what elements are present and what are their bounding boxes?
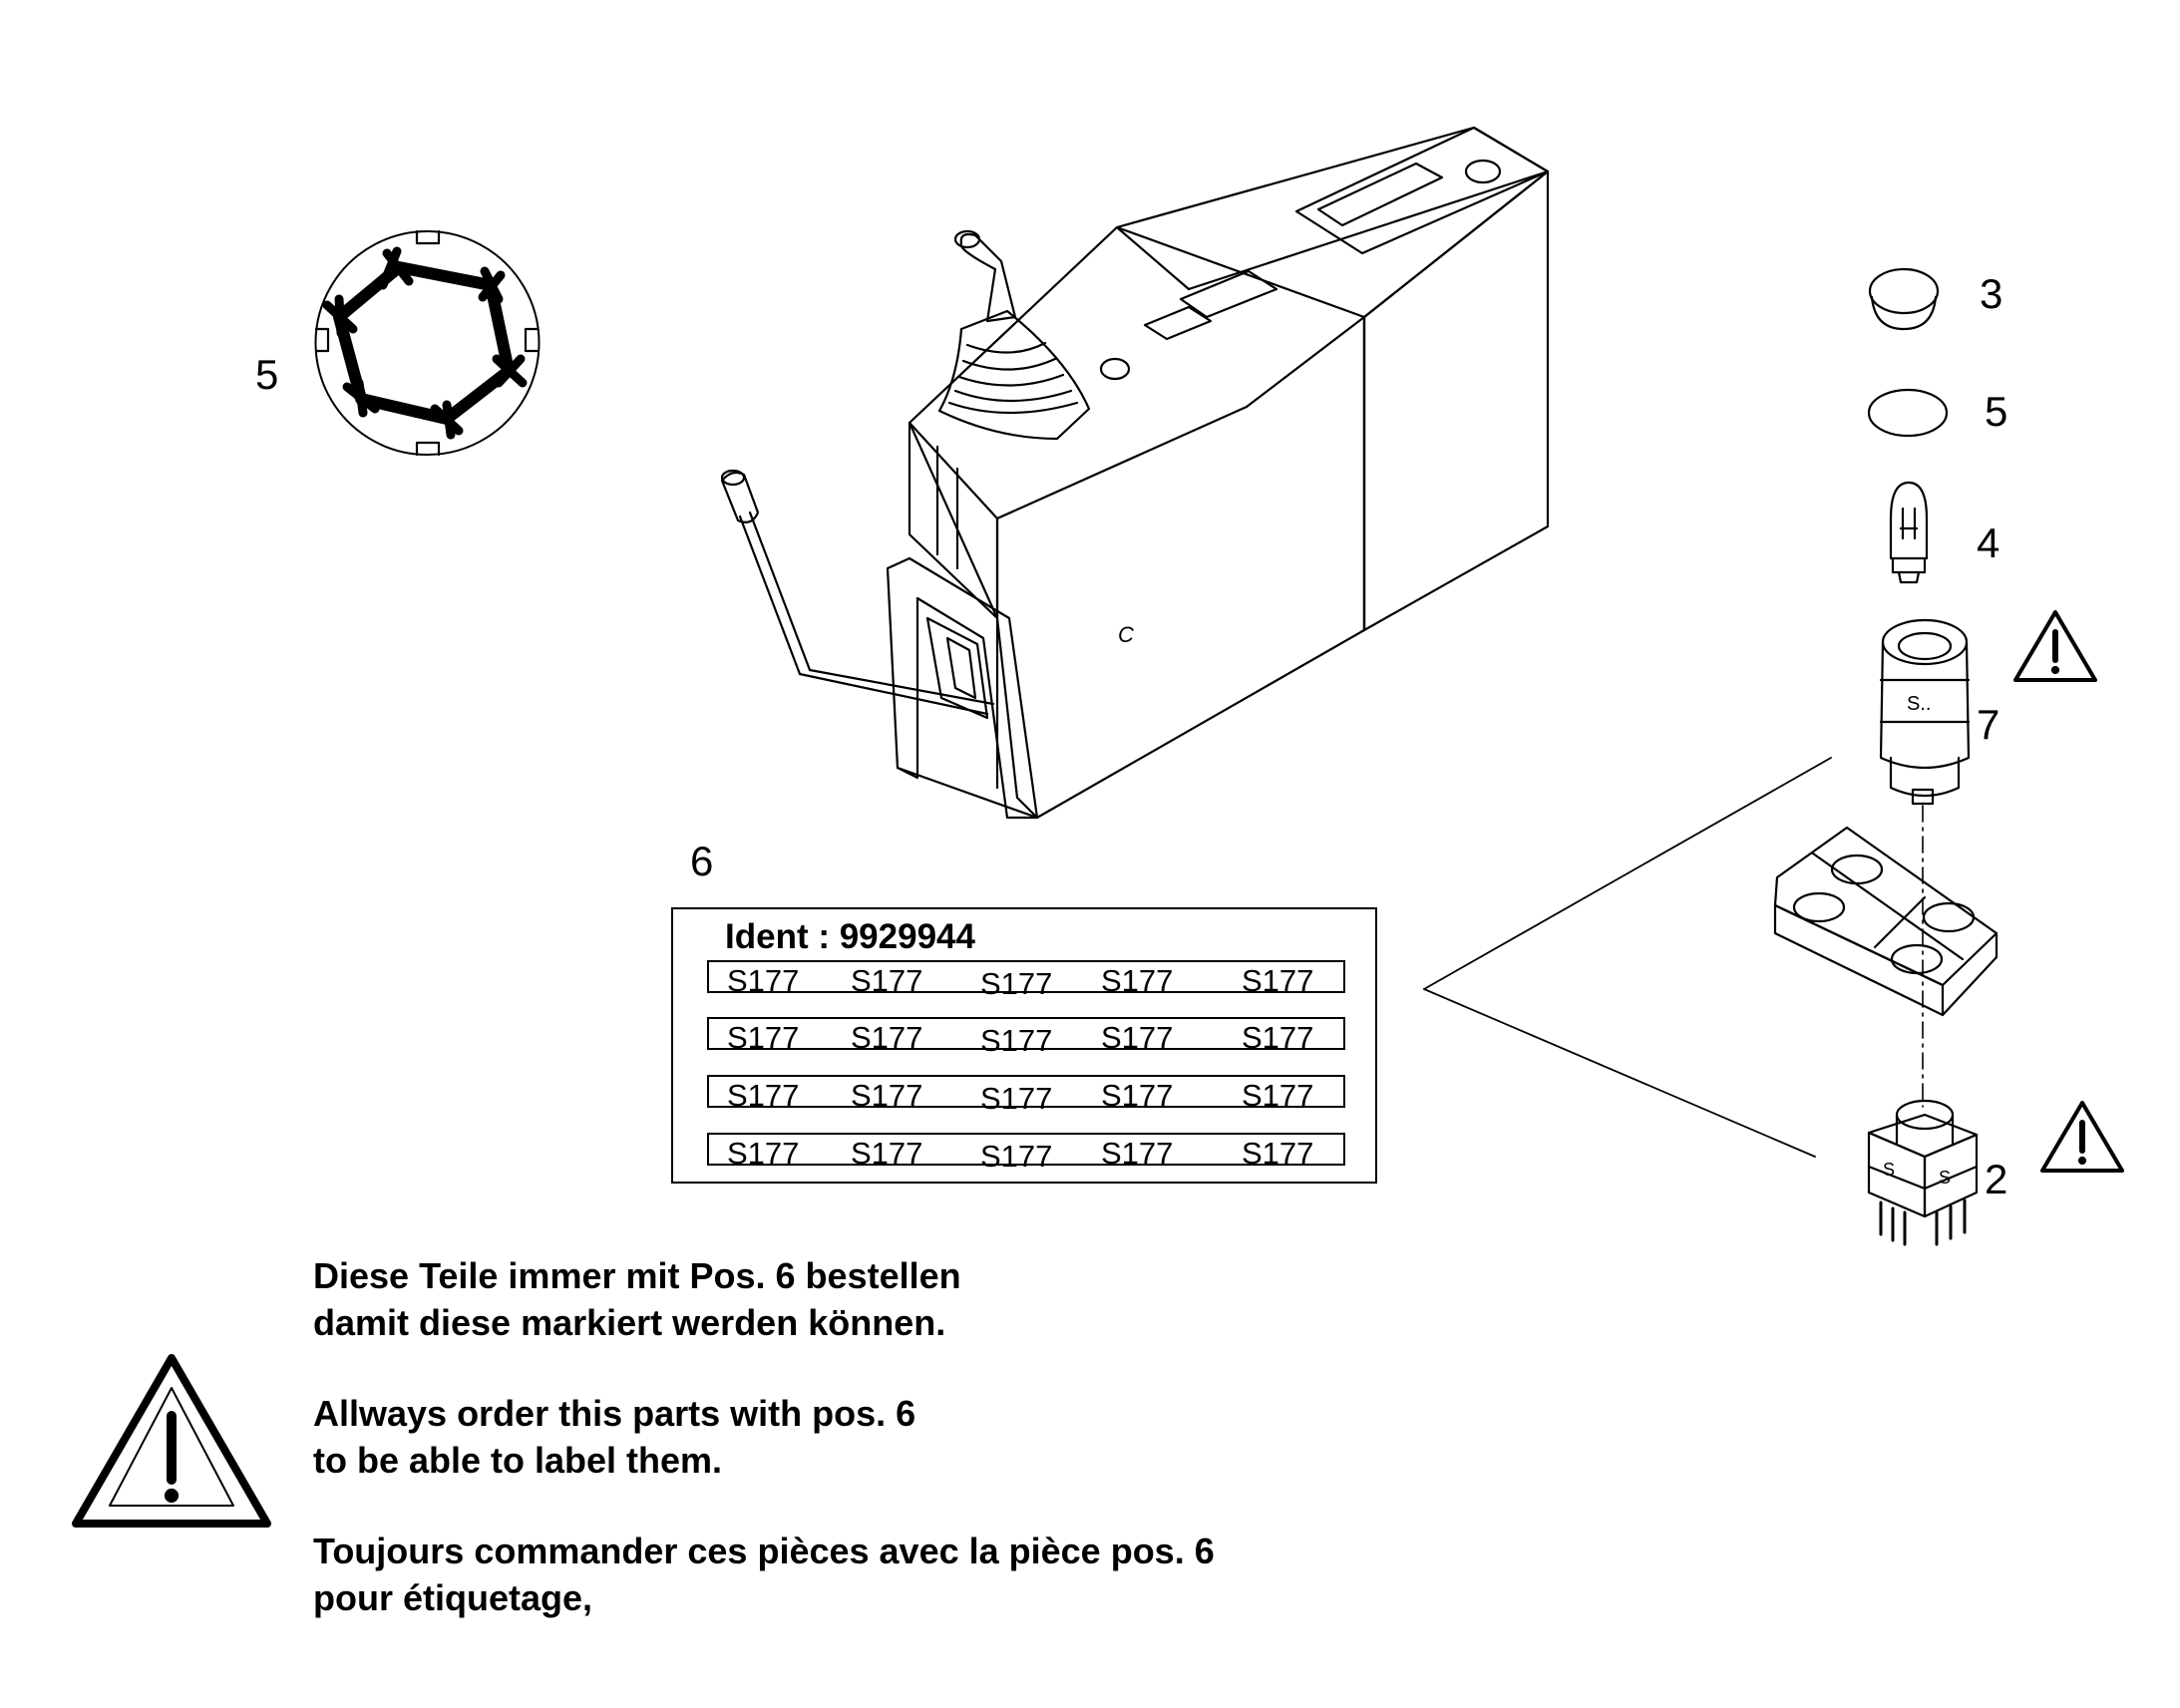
switch-part (1867, 1099, 1979, 1246)
label-code: S177 (727, 963, 800, 998)
label-code: S177 (727, 1078, 800, 1113)
label-code: S177 (1242, 1136, 1314, 1171)
label-code: S177 (727, 1020, 800, 1055)
note-fr-line2: pour étiquetage, (313, 1577, 593, 1618)
warning-icon (72, 1354, 271, 1528)
label-code: S177 (980, 1081, 1053, 1116)
label-code: S177 (1242, 963, 1314, 998)
label-row: S177 S177 S177 S177 S177 (707, 1075, 1345, 1116)
label-code: S177 (980, 1023, 1053, 1058)
callout-label-sheet: 6 (690, 838, 714, 884)
warning-icon (2040, 1101, 2124, 1173)
label-code: S177 (980, 966, 1053, 1001)
callout-push-button: 7 (1977, 701, 2000, 748)
label-code: S177 (1242, 1078, 1314, 1113)
cap-part (1868, 267, 1940, 331)
label-code: S177 (1101, 1020, 1174, 1055)
bulb-part (1889, 481, 1929, 584)
o-ring-part (1867, 388, 1949, 438)
mounting-plate (1773, 826, 1998, 1017)
label-sheet-ident: Ident : 9929944 (725, 917, 975, 956)
callout-o-ring: 5 (1985, 388, 2008, 435)
leader-lines (1423, 757, 1832, 1158)
label-code: S177 (980, 1139, 1053, 1174)
note-de-line2: damit diese markiert werden können. (313, 1302, 946, 1343)
hex-ring-part (314, 229, 541, 457)
note-en-line1: Allways order this parts with pos. 6 (313, 1393, 916, 1434)
label-code: S177 (727, 1136, 800, 1171)
switch-marking-left: S (1883, 1160, 1896, 1180)
label-code: S177 (1101, 1078, 1174, 1113)
warning-icon (2013, 610, 2097, 682)
label-row: S177 S177 S177 S177 S177 (707, 1133, 1345, 1174)
housing-mark: C (1118, 622, 1134, 647)
control-console (720, 126, 1550, 820)
label-code: S177 (851, 1020, 923, 1055)
label-code: S177 (1101, 963, 1174, 998)
label-code: S177 (851, 1078, 923, 1113)
note-fr-line1: Toujours commander ces pièces avec la pi… (313, 1531, 1215, 1571)
note-en-line2: to be able to label them. (313, 1440, 723, 1481)
button-marking: S.. (1907, 693, 1932, 715)
push-button-part (1879, 618, 1971, 806)
label-row: S177 S177 S177 S177 S177 (707, 960, 1345, 1001)
label-sheet: Ident : 9929944 S177 S177 S177 S177 S177… (671, 907, 1377, 1184)
label-row: S177 S177 S177 S177 S177 (707, 1017, 1345, 1058)
callout-cap: 3 (1980, 270, 2003, 317)
switch-marking-right: S (1939, 1168, 1952, 1188)
label-code: S177 (851, 963, 923, 998)
note-de-line1: Diese Teile immer mit Pos. 6 bestellen (313, 1255, 961, 1296)
callout-hex-ring: 5 (255, 351, 279, 398)
callout-bulb: 4 (1977, 519, 2000, 566)
label-code: S177 (851, 1136, 923, 1171)
callout-switch: 2 (1985, 1156, 2008, 1202)
label-code: S177 (1242, 1020, 1314, 1055)
label-code: S177 (1101, 1136, 1174, 1171)
